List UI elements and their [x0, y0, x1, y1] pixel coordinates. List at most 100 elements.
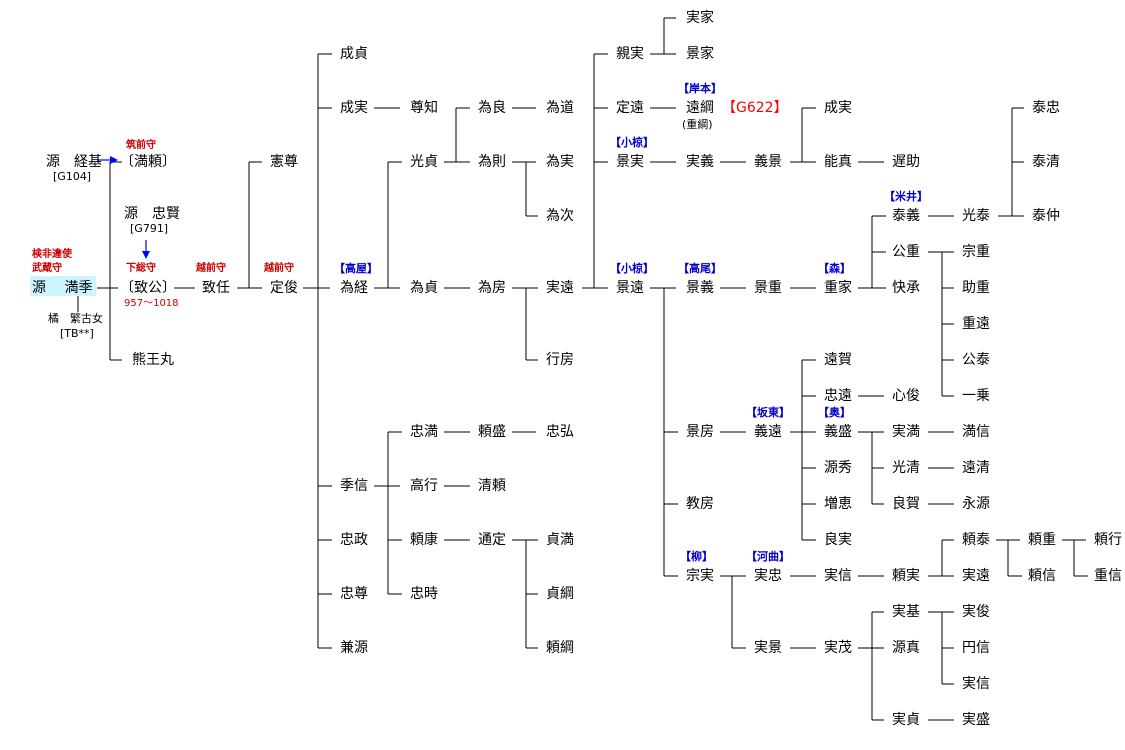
- person-tadamitsu: 忠満: [410, 424, 438, 440]
- person-mitsusue: 源 満季: [32, 280, 92, 296]
- person-sanetoo: 実遠: [546, 280, 574, 296]
- person-enshin: 円信: [962, 640, 990, 656]
- person-tadataka: 忠尊: [340, 585, 368, 602]
- person-kimishige: 公重: [892, 244, 920, 260]
- person-sanemori: 実盛: [962, 712, 990, 728]
- person-shigenobu: 重信: [1094, 568, 1122, 584]
- person-tadatoki: 忠時: [410, 586, 438, 602]
- clan-tag: 【高屋】: [334, 261, 378, 275]
- person-tookiyo: 遠清: [962, 460, 990, 476]
- person-kanemoto: 兼源: [340, 640, 368, 656]
- person-kumaomaru: 熊王丸: [132, 352, 174, 368]
- clan-tag: 【坂東】: [746, 405, 790, 419]
- person-sukeshige: 助重: [962, 280, 990, 296]
- clan-tag: 【岸本】: [678, 81, 722, 95]
- person-munekimi: 〔致公〕: [120, 280, 176, 296]
- person-yasutada: 泰忠: [1032, 100, 1060, 116]
- person-sanemochi: 実茂: [824, 639, 852, 656]
- clan-tag: 【小椋】: [610, 261, 654, 275]
- person-narisada: 成貞: [340, 46, 368, 62]
- person-mitsunobu: 満信: [962, 424, 990, 440]
- person-id: [TB**]: [60, 327, 94, 340]
- title-label: 越前守: [195, 261, 226, 274]
- title-label: 武蔵守: [32, 261, 62, 274]
- person-munetou: 致任: [202, 280, 230, 296]
- person-yoshimori: 義盛: [824, 423, 852, 440]
- title-label: 越前守: [263, 261, 294, 274]
- reference-link[interactable]: 【G622】: [722, 100, 788, 116]
- person-kagetoo: 景遠: [616, 280, 644, 296]
- person-norifusa: 教房: [686, 496, 714, 512]
- person-yoshitoo: 義遠: [754, 423, 782, 440]
- connector-lines: [77, 17, 1088, 721]
- person-suenobu: 季信: [340, 478, 368, 494]
- person-kenson: 憲尊: [270, 153, 298, 170]
- person-kageshige: 景重: [754, 280, 782, 296]
- title-label: 筑前守: [126, 138, 156, 151]
- person-shigekome: 橘 繁古女: [48, 311, 103, 325]
- person-kagefusa: 景房: [686, 424, 714, 440]
- person-yorishige: 頼重: [1028, 532, 1056, 548]
- clan-tag: 【小椋】: [610, 135, 654, 149]
- person-tadatoo: 忠遠: [824, 388, 852, 404]
- person-sadatsuna: 貞綱: [546, 586, 574, 602]
- person-jisshin: 実信: [962, 676, 990, 692]
- person-genshu: 源秀: [824, 460, 852, 476]
- person-sanie: 実家: [686, 9, 714, 26]
- person-yorimori: 頼盛: [478, 424, 506, 440]
- person-sadamitsu: 貞満: [546, 532, 574, 548]
- person-kageyoshi: 景義: [686, 279, 714, 296]
- clan-tag: 【河曲】: [746, 549, 790, 563]
- person-yorizane: 頼実: [892, 568, 920, 584]
- person-id: [G791]: [130, 222, 168, 235]
- person-sanemitsu: 実満: [892, 424, 920, 440]
- person-tamemichi: 為道: [546, 100, 574, 116]
- person-yoriyuki: 頼行: [1094, 532, 1122, 548]
- person-alt-name: (重綱): [682, 117, 713, 131]
- person-sanekage: 実景: [754, 640, 782, 656]
- person-mitsukiyo: 光清: [892, 460, 920, 476]
- person-kagezane: 景実: [616, 154, 644, 170]
- person-kiyoyori: 清頼: [478, 478, 506, 494]
- person-tamefusa: 為房: [478, 280, 506, 296]
- person-chisuke: 遅助: [892, 154, 920, 170]
- person-saneyoshi: 実義: [686, 153, 714, 170]
- person-tadakata: 源 忠賢: [124, 206, 180, 222]
- adoption-arrows: [97, 156, 150, 259]
- person-yoritsuna: 頼綱: [546, 640, 574, 656]
- highlight-box: [30, 276, 96, 296]
- person-michisada: 通定: [478, 532, 506, 548]
- clan-tag: 【奥】: [818, 405, 851, 419]
- person-mitsuyori: 〔満頼〕: [120, 154, 176, 170]
- person-tadahiro: 忠弘: [546, 424, 574, 440]
- person-kaisho: 快承: [892, 280, 920, 296]
- person-mitsusada: 光貞: [410, 154, 438, 170]
- years-label: 957～1018: [124, 298, 179, 309]
- person-kageie: 景家: [686, 45, 714, 62]
- person-kimiyasu: 公泰: [962, 352, 990, 368]
- person-tsunemoto: 源 経基: [46, 153, 102, 170]
- person-yorinobu: 頼信: [1028, 568, 1056, 584]
- person-ichijo: 一乗: [962, 388, 990, 404]
- person-tamenori2: 為則: [478, 154, 506, 170]
- person-yukifusa: 行房: [546, 352, 574, 368]
- person-sanemoto: 実基: [892, 603, 920, 620]
- person-muneshige: 宗重: [962, 244, 990, 260]
- person-saneshun: 実俊: [962, 604, 990, 620]
- clan-tag: 【森】: [818, 261, 851, 275]
- person-ryojitsu: 良実: [824, 532, 852, 548]
- person-takayuki: 高行: [410, 477, 438, 494]
- person-sanetoo2: 実遠: [962, 568, 990, 584]
- person-toshitsuna: 遠綱: [686, 100, 714, 116]
- clan-tag: 【高尾】: [678, 261, 722, 275]
- person-shinshun: 心俊: [892, 388, 920, 404]
- person-yoriyasu2: 頼泰: [962, 532, 990, 548]
- person-narizane: 成実: [340, 100, 368, 116]
- person-yoriyasu: 頼康: [410, 531, 438, 548]
- person-sadatoo: 定遠: [616, 100, 644, 116]
- title-label: 検非違使: [32, 247, 73, 260]
- person-tametsugu: 為次: [546, 208, 574, 224]
- person-ryoga: 良賀: [892, 496, 920, 512]
